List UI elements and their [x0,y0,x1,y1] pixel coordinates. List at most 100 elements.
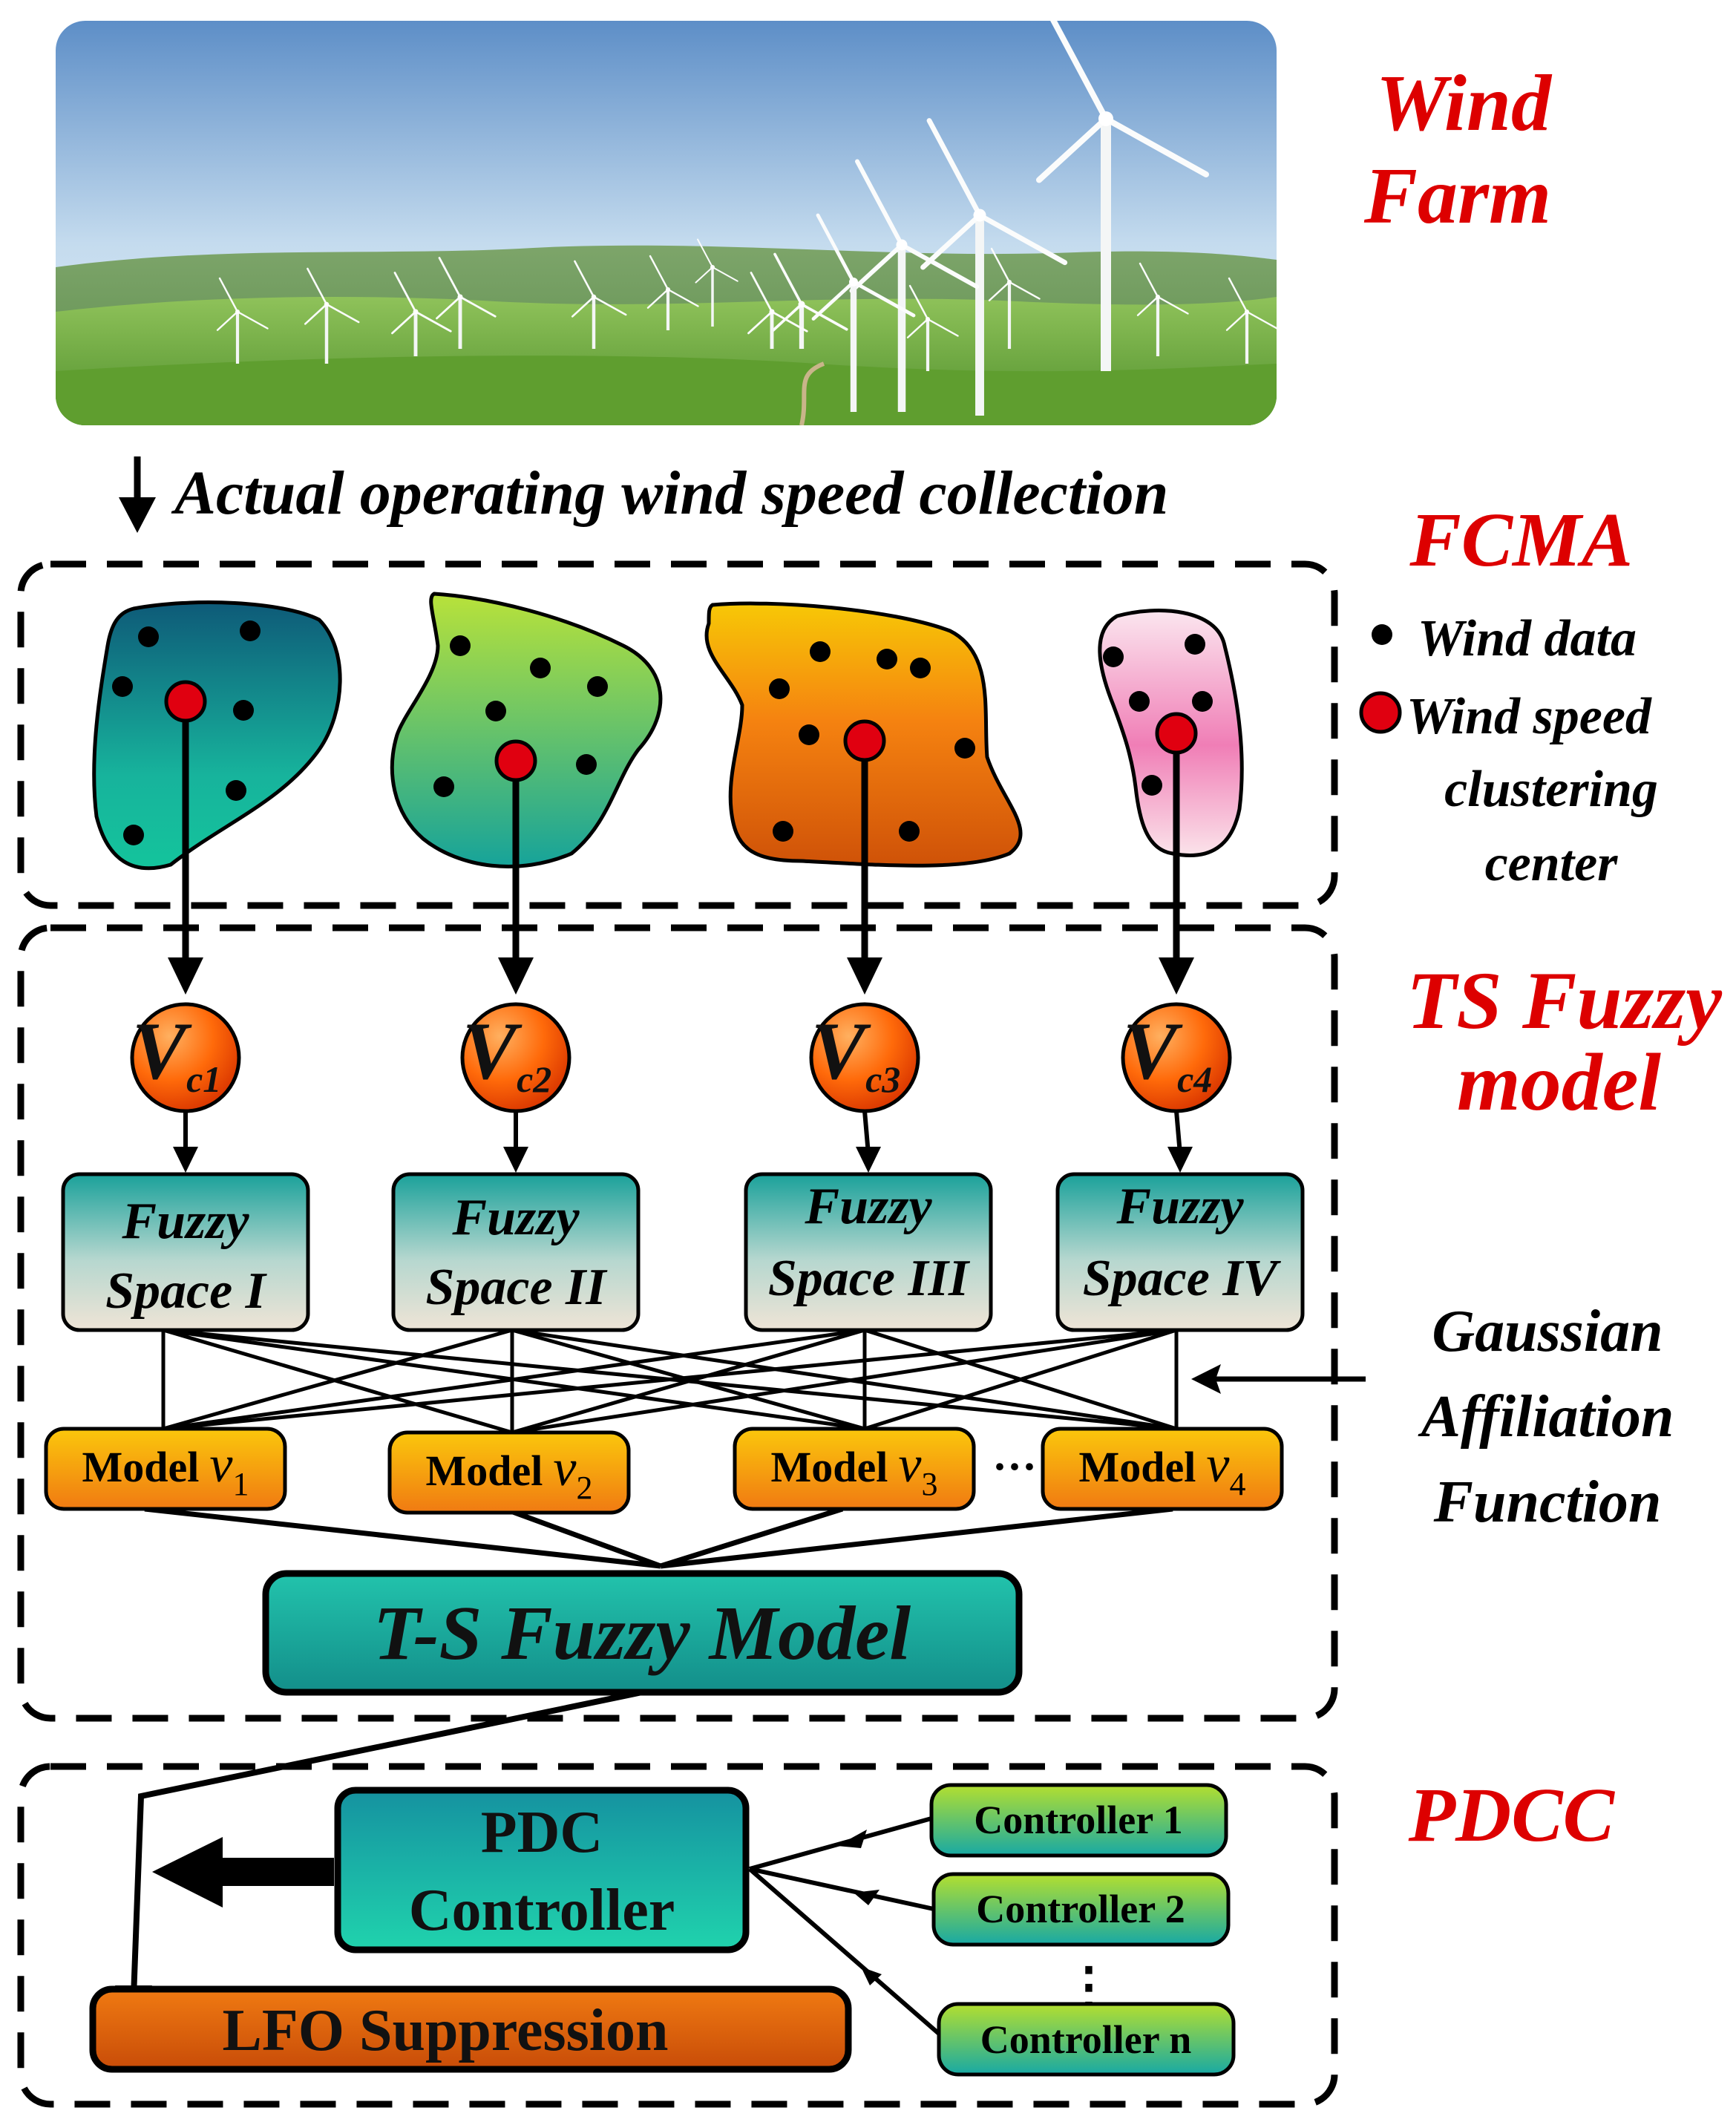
pdc-output-arrow [152,1837,334,1907]
controller-2: Controller 2 [931,1872,1231,1947]
center-arrow [847,760,882,995]
wind-data-dot [877,649,897,669]
wind-data-dot [138,626,159,647]
wind-data-dot [1129,691,1150,712]
wind-data-dot [123,825,144,845]
space-model-connections [161,1328,1179,1435]
pdcc-region [17,1763,1338,2108]
wind-farm-label-2: Farm [1363,152,1551,240]
wind-data-dot [954,738,975,759]
space-model-line [511,1328,865,1435]
space-model-line [511,1328,1177,1435]
wind-data-dot [433,776,454,797]
legend-center-line3: center [1485,835,1619,892]
fuzzy-space-3-line1: Fuzzy [804,1178,932,1235]
wind-data-dot [1185,634,1205,655]
controller-n: Controller n [937,2002,1236,2077]
wind-turbine [920,118,1068,416]
lfo-label: LFO Suppression [223,1998,669,2063]
fuzzy-space-4-line1: Fuzzy [1116,1178,1244,1235]
wind-data-dot [226,780,246,801]
v-to-space-arrows [173,1110,1193,1173]
fuzzy-space-1: Fuzzy Space I [61,1172,310,1332]
center-arrow [1159,753,1194,995]
wind-turbine [1136,262,1189,356]
wind-turbine [1036,21,1209,371]
legend-center-line2: clustering [1444,761,1658,818]
wind-turbine [646,255,699,330]
wind-data-dot [810,641,831,662]
gaussian-arrow [1191,1364,1366,1394]
wind-turbine [770,252,848,349]
clustering-center-dot [1155,712,1198,755]
wind-data-dot [1141,775,1162,796]
cluster-1 [92,600,342,871]
fuzzy-space-2: Fuzzy Space II [391,1172,641,1332]
wind-data-dot [910,658,931,678]
fcma-label: FCMA [1409,497,1633,583]
v-label: Vc3 [811,1006,901,1100]
space-model-line [163,1328,865,1431]
wind-turbine [849,159,980,412]
model-ts-connections [144,1506,1173,1569]
wind-data-dot [799,724,819,745]
controller-arrowheads [837,1830,882,1985]
ts-label-2: model [1457,1037,1661,1127]
pdc-line2: Controller [409,1878,675,1943]
ts-fuzzy-model-label: T-S Fuzzy Model [373,1591,911,1676]
v-label: Vc1 [132,1006,222,1100]
wind-turbine [747,272,808,349]
v-space-arrow [856,1110,881,1173]
wind-data-dot [233,700,254,721]
wind-data-dot [450,635,471,656]
wind-turbine [436,257,497,349]
center-arrow [168,721,203,995]
v-center-ball: Vc3 [809,1002,920,1113]
wind-turbine [1225,277,1277,364]
fcma-region [17,560,1338,909]
controller-1: Controller 1 [929,1783,1228,1858]
ts-label: TS Fuzzy [1406,955,1723,1046]
wind-data-dot [899,821,920,842]
wind-data-points [112,620,1213,845]
controller-n-label: Controller n [980,2017,1192,2062]
wind-data-dot [769,678,790,699]
wind-turbine [811,213,916,412]
fuzzy-space-2-line1: Fuzzy [451,1189,580,1246]
cluster-center-velocities: Vc1 Vc2 Vc3 Vc4 [130,1002,1232,1113]
wind-farm-label: Wind [1376,59,1553,148]
ts-fuzzy-model-box: T-S Fuzzy Model [262,1570,1023,1696]
fuzzy-space-4-line2: Space IV [1083,1250,1282,1307]
v-label: Vc2 [462,1006,552,1100]
v-center-ball: Vc1 [130,1002,241,1113]
wind-turbine [988,247,1041,349]
wind-data-dot [576,754,597,775]
wind-turbine [216,277,269,364]
wind-data-dot [773,821,793,842]
wind-data-dot [1103,646,1124,667]
legend-center-line1: Wind speed [1406,688,1652,745]
wind-turbine [906,284,959,371]
gaussian-line2: Affiliation [1418,1384,1674,1450]
space-model-line [864,1328,1177,1431]
v-label: Vc4 [1123,1006,1213,1100]
wind-data-dot [112,676,133,697]
space-model-line [163,1328,1177,1431]
clustering-center-dot [164,680,207,723]
controller-1-label: Controller 1 [974,1798,1182,1842]
wind-data-dot [485,701,506,721]
wind-data-dot [1192,691,1213,712]
legend-wind-data: Wind data [1418,610,1637,667]
fuzzy-space-2-line2: Space II [425,1259,608,1316]
v-space-arrow [503,1111,528,1173]
legend-wind-data-dot [1372,624,1392,645]
clustering-center-dot [843,719,886,762]
center-to-v-arrows [168,721,1194,995]
wind-turbines [216,21,1277,416]
center-arrow [498,780,534,995]
